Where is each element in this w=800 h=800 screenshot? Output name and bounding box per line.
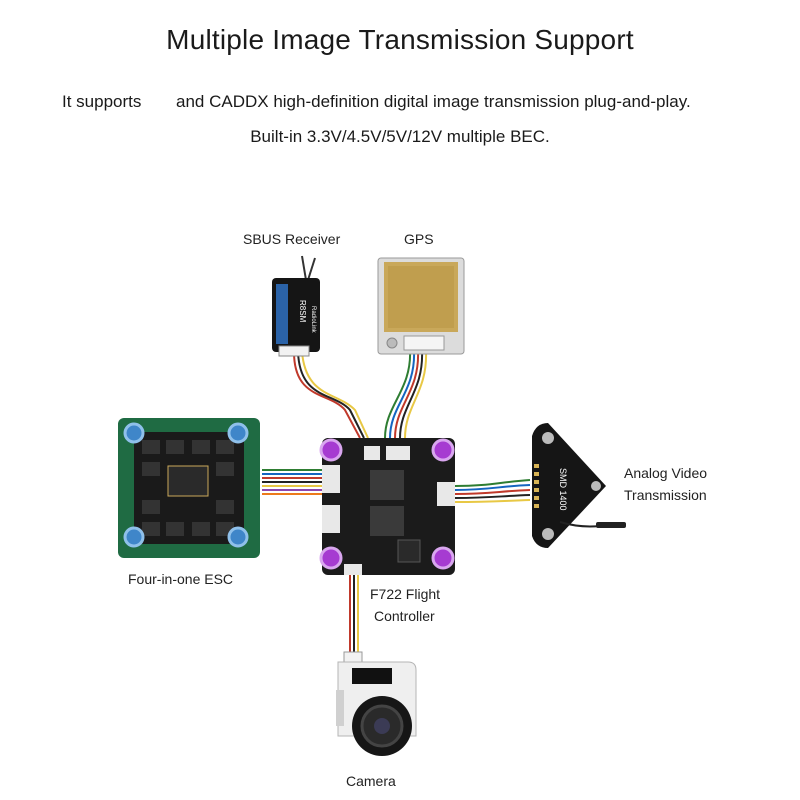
vtx-mount-hole-top (542, 432, 554, 444)
label-fc-line2: Controller (374, 608, 435, 624)
camera-bracket (336, 690, 344, 726)
fc-inductor-2 (370, 506, 404, 536)
fc-mount-hole-bl (319, 546, 343, 570)
fc-mount-hole-tl (319, 438, 343, 462)
esc-mount-hole-tl (123, 422, 145, 444)
esc-connector-pins (167, 465, 209, 497)
vtx-antenna (596, 522, 626, 528)
receiver-brand-text: RadioLink (310, 306, 316, 334)
wire-gps-to-fc (384, 349, 428, 439)
camera-top-plate (352, 668, 392, 684)
gps-connector (403, 335, 445, 351)
receiver-connector (278, 345, 310, 357)
fc-connector-top-1 (364, 446, 380, 460)
receiver-label-strip (276, 284, 288, 344)
label-vtx-line1: Analog Video (624, 465, 708, 481)
flight-controller (319, 438, 455, 575)
fc-connector-top-2 (386, 446, 410, 460)
fc-connector-right (437, 482, 455, 506)
fpv-camera (336, 651, 417, 756)
four-in-one-esc (118, 418, 260, 558)
wire-fc-to-camera (349, 575, 359, 655)
receiver-antenna (301, 255, 307, 281)
fc-mcu-chip (397, 539, 421, 563)
sbus-receiver: R8SM RadioLink (272, 255, 320, 357)
camera-connector (343, 651, 363, 663)
label-vtx-line2: Transmission (624, 487, 707, 503)
camera-lens-glass (374, 718, 390, 734)
wire-receiver-to-fc (293, 351, 369, 439)
gps-module (377, 257, 465, 355)
receiver-model-text: R8SM (298, 300, 307, 323)
fc-inductor-1 (370, 470, 404, 500)
vtx-pads (534, 464, 539, 508)
description-line-2: Built-in 3.3V/4.5V/5V/12V multiple BEC. (250, 127, 550, 146)
label-sbus-receiver: SBUS Receiver (243, 231, 341, 247)
receiver-antenna-2 (307, 257, 316, 281)
vtx-model-text: SMD 1400 (558, 468, 568, 511)
analog-vtx: SMD 1400 (532, 423, 626, 548)
vtx-mount-hole-bottom (542, 528, 554, 540)
esc-mount-hole-br (227, 526, 249, 548)
gps-patch-inner (388, 266, 454, 328)
description-line-1b: and CADDX high-definition digital image … (176, 92, 691, 111)
label-esc: Four-in-one ESC (128, 571, 234, 587)
fc-connector-left (322, 465, 340, 493)
wire-fc-to-vtx (454, 479, 531, 503)
vtx-mount-hole-tip (591, 481, 601, 491)
esc-mosfets (142, 440, 234, 536)
page-title: Multiple Image Transmission Support (166, 24, 634, 55)
label-camera: Camera (346, 773, 396, 789)
fc-connector-left-2 (322, 505, 340, 533)
wire-esc-to-fc (262, 469, 322, 495)
fc-mount-hole-br (431, 546, 455, 570)
label-fc-line1: F722 Flight (370, 586, 441, 602)
gps-component (386, 337, 398, 349)
esc-mount-hole-tr (227, 422, 249, 444)
fc-connector-bottom (344, 564, 362, 575)
label-gps: GPS (404, 231, 434, 247)
esc-mount-hole-bl (123, 526, 145, 548)
vtx-board (532, 423, 606, 548)
fc-mount-hole-tr (431, 438, 455, 462)
description-line-1a: It supports (62, 92, 142, 111)
